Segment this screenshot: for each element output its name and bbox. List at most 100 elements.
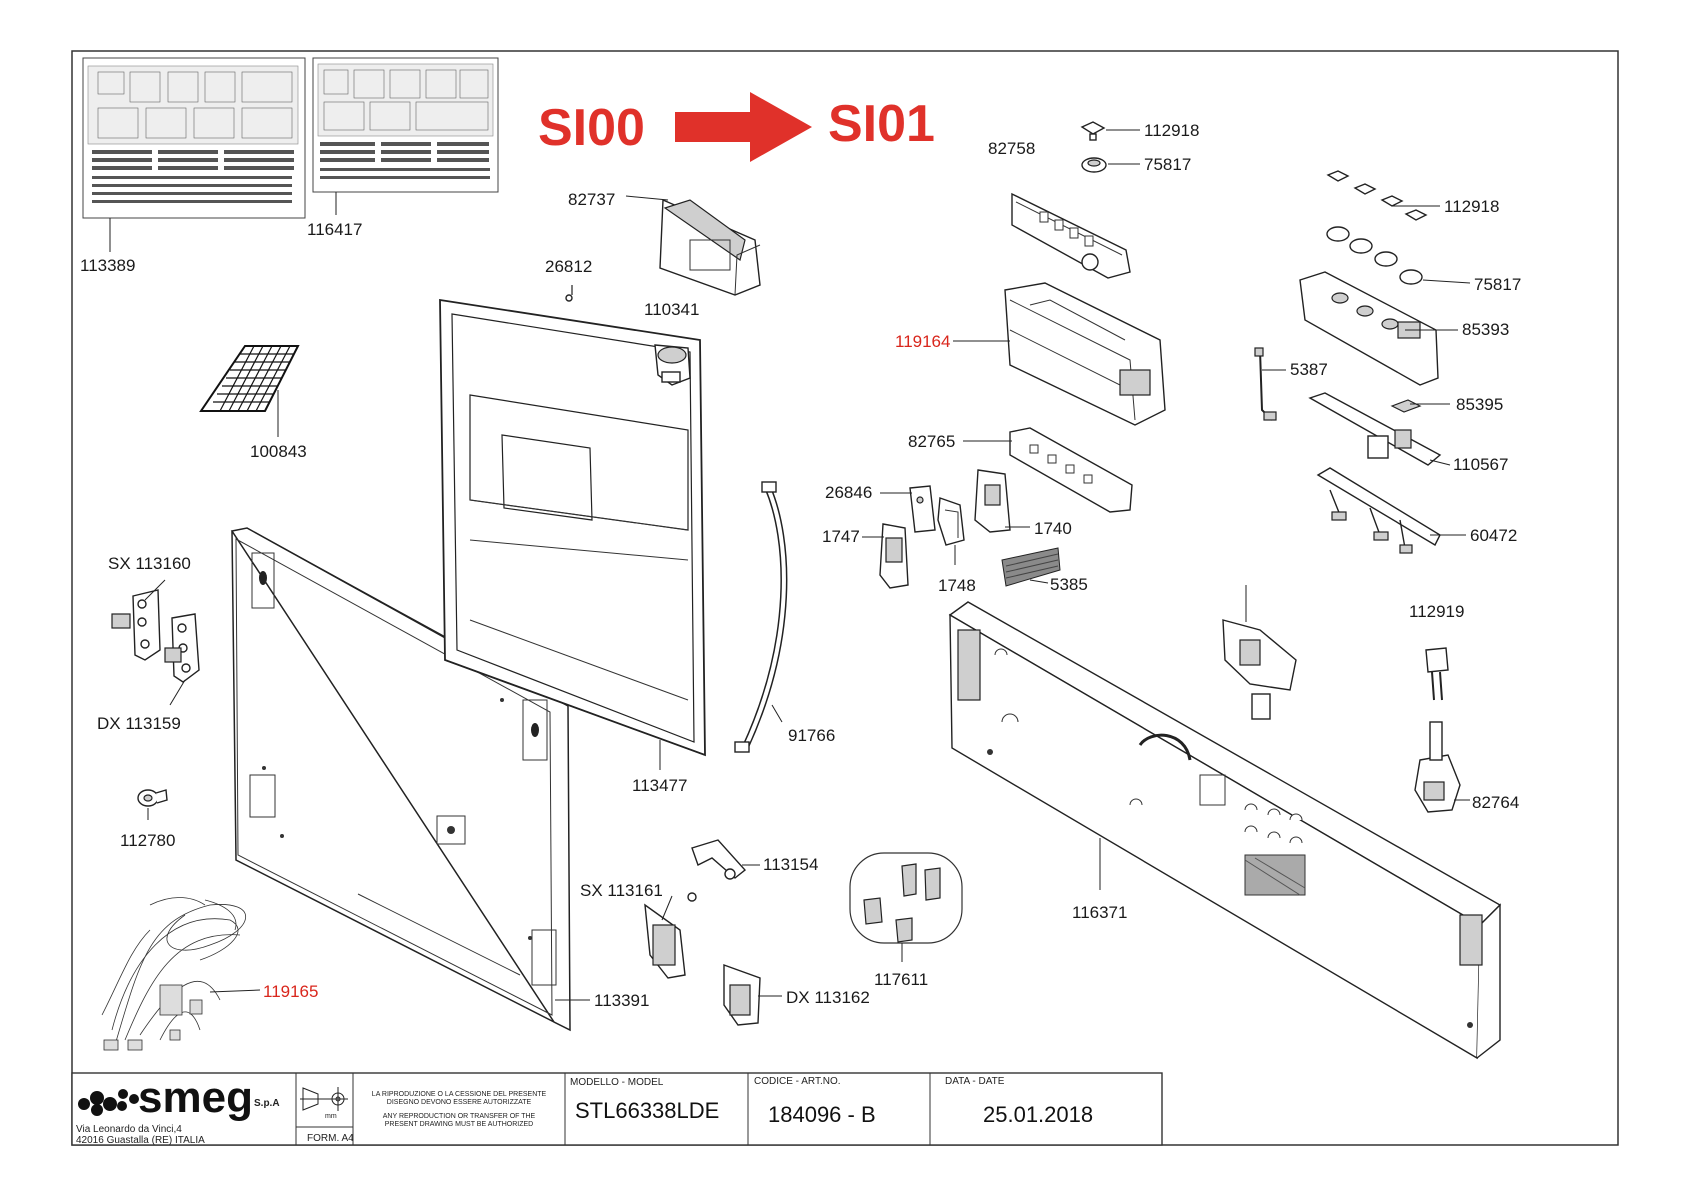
label-5385: 5385: [1050, 575, 1088, 594]
cable-5387-icon: [1254, 347, 1277, 421]
label-116371: 116371: [1072, 903, 1127, 922]
address-line-1: Via Leonardo da Vinci,4: [76, 1124, 182, 1135]
rating-label-100843-icon: [199, 345, 300, 412]
label-113159: DX 113159: [97, 714, 181, 733]
label-113391: 113391: [594, 991, 649, 1010]
smeg-logo-dots-icon: [78, 1089, 139, 1116]
label-112780: 112780: [120, 831, 175, 850]
label-85393: 85393: [1462, 320, 1509, 339]
brand-suffix: S.p.A: [254, 1098, 280, 1109]
pad-85395-icon: [1390, 399, 1422, 413]
button-springs-75817-icon: [1326, 226, 1423, 285]
label-75817-b: 75817: [1474, 275, 1521, 294]
label-117611: 117611: [874, 970, 928, 989]
dispenser-actuator-icon: [1222, 585, 1297, 720]
control-module-119164-icon: [1004, 282, 1166, 426]
leader-5385: [1029, 579, 1049, 584]
label-110341: 110341: [644, 300, 699, 319]
label-112918-a: 112918: [1144, 121, 1199, 140]
label-26846: 26846: [825, 483, 872, 502]
lock-knob-110341-icon: [654, 344, 691, 386]
button-caps-112918-icon: [1326, 170, 1428, 221]
label-119164: 119164: [895, 332, 950, 351]
label-82764: 82764: [1472, 793, 1519, 812]
control-cover-82758-icon: [1011, 192, 1131, 279]
notice-it-2: DISEGNO DEVONO ESSERE AUTORIZZATE: [387, 1099, 532, 1106]
label-75817-a: 75817: [1144, 155, 1191, 174]
revision-from: SI00: [538, 99, 645, 157]
revision-arrow-icon: [675, 92, 812, 162]
switch-1740-icon: [974, 469, 1011, 533]
inner-door-113477-icon: [439, 298, 706, 757]
date-header: DATA - DATE: [945, 1076, 1005, 1087]
label-91766: 91766: [788, 726, 835, 745]
screw-112780-icon: [137, 789, 168, 807]
display-holder-82765-icon: [1009, 427, 1133, 513]
address-line-2: 42016 Guastalla (RE) ITALIA: [76, 1135, 205, 1146]
label-112919: 112919: [1409, 602, 1464, 621]
door-latch-113154-icon: [691, 839, 747, 880]
door-lock-82737-icon: [659, 198, 761, 296]
leader-82737: [625, 195, 669, 201]
switch-82764-icon: [1414, 721, 1461, 813]
screw-26812-icon: [565, 285, 573, 302]
button-cap-112918-icon: [1080, 121, 1106, 141]
leader-119165: [209, 989, 261, 993]
bracket-dx-113162-icon: [723, 964, 761, 1026]
label-5387: 5387: [1290, 360, 1328, 379]
label-26812: 26812: [545, 257, 592, 276]
leader-91766: [771, 704, 783, 723]
leader-113161: [661, 895, 673, 921]
wiring-harness-119165-icon: [101, 897, 247, 1051]
label-113154: 113154: [763, 855, 818, 874]
instruction-sheet-113389-icon: [82, 57, 306, 219]
label-82758: 82758: [988, 139, 1035, 158]
door-seal-91766-icon: [734, 481, 788, 753]
code-header: CODICE - ART.NO.: [754, 1076, 841, 1087]
notice-en-2: PRESENT DRAWING MUST BE AUTHORIZED: [385, 1121, 533, 1128]
revision-to: SI01: [828, 95, 935, 153]
date-value: 25.01.2018: [983, 1102, 1093, 1127]
model-header: MODELLO - MODEL: [570, 1077, 664, 1088]
label-82737: 82737: [568, 190, 615, 209]
leader-110567: [1429, 459, 1451, 466]
label-119165: 119165: [263, 982, 318, 1001]
bracket-sx-113161-icon: [644, 892, 697, 979]
hinge-sx-113160-icon: [111, 589, 161, 661]
brand-name: smeg: [138, 1073, 253, 1122]
bracket-26846-icon: [909, 485, 936, 533]
hinge-dx-113159-icon: [164, 613, 200, 683]
notice-en-1: ANY REPRODUCTION OR TRANSFER OF THE: [383, 1113, 536, 1120]
knob-112919-icon: [1425, 647, 1449, 701]
clip-set-117611-icon: [849, 852, 963, 944]
label-85395: 85395: [1456, 395, 1503, 414]
leader-113159: [169, 679, 186, 706]
instruction-sheet-116417-icon: [312, 57, 499, 193]
label-116417: 116417: [307, 220, 362, 239]
label-113389: 113389: [80, 256, 135, 275]
label-113477: 113477: [632, 776, 687, 795]
button-spring-75817-icon: [1081, 157, 1107, 173]
label-113160: SX 113160: [108, 554, 191, 573]
ribbon-cable-5385-icon: [1001, 547, 1061, 587]
projection-symbol-icon: [300, 1087, 348, 1111]
label-60472: 60472: [1470, 526, 1517, 545]
label-113161: SX 113161: [580, 881, 663, 900]
label-100843: 100843: [250, 442, 307, 461]
label-113162: DX 113162: [786, 988, 870, 1007]
bracket-60472-icon: [1316, 467, 1441, 554]
label-110567: 110567: [1453, 455, 1508, 474]
leader-113160: [144, 579, 166, 601]
label-1747: 1747: [822, 527, 860, 546]
contact-1748-icon: [937, 497, 965, 546]
unit-mm: mm: [325, 1113, 337, 1120]
button-board-110567-icon: [1308, 392, 1442, 466]
control-panel-116371-icon: [948, 601, 1502, 1060]
format-a4: FORM. A4: [307, 1133, 354, 1144]
code-value: 184096 - B: [768, 1102, 876, 1127]
leader-75817-b: [1422, 279, 1471, 284]
label-82765: 82765: [908, 432, 955, 451]
title-block: [71, 1072, 1163, 1146]
model-value: STL66338LDE: [575, 1098, 719, 1123]
label-1748: 1748: [938, 576, 976, 595]
